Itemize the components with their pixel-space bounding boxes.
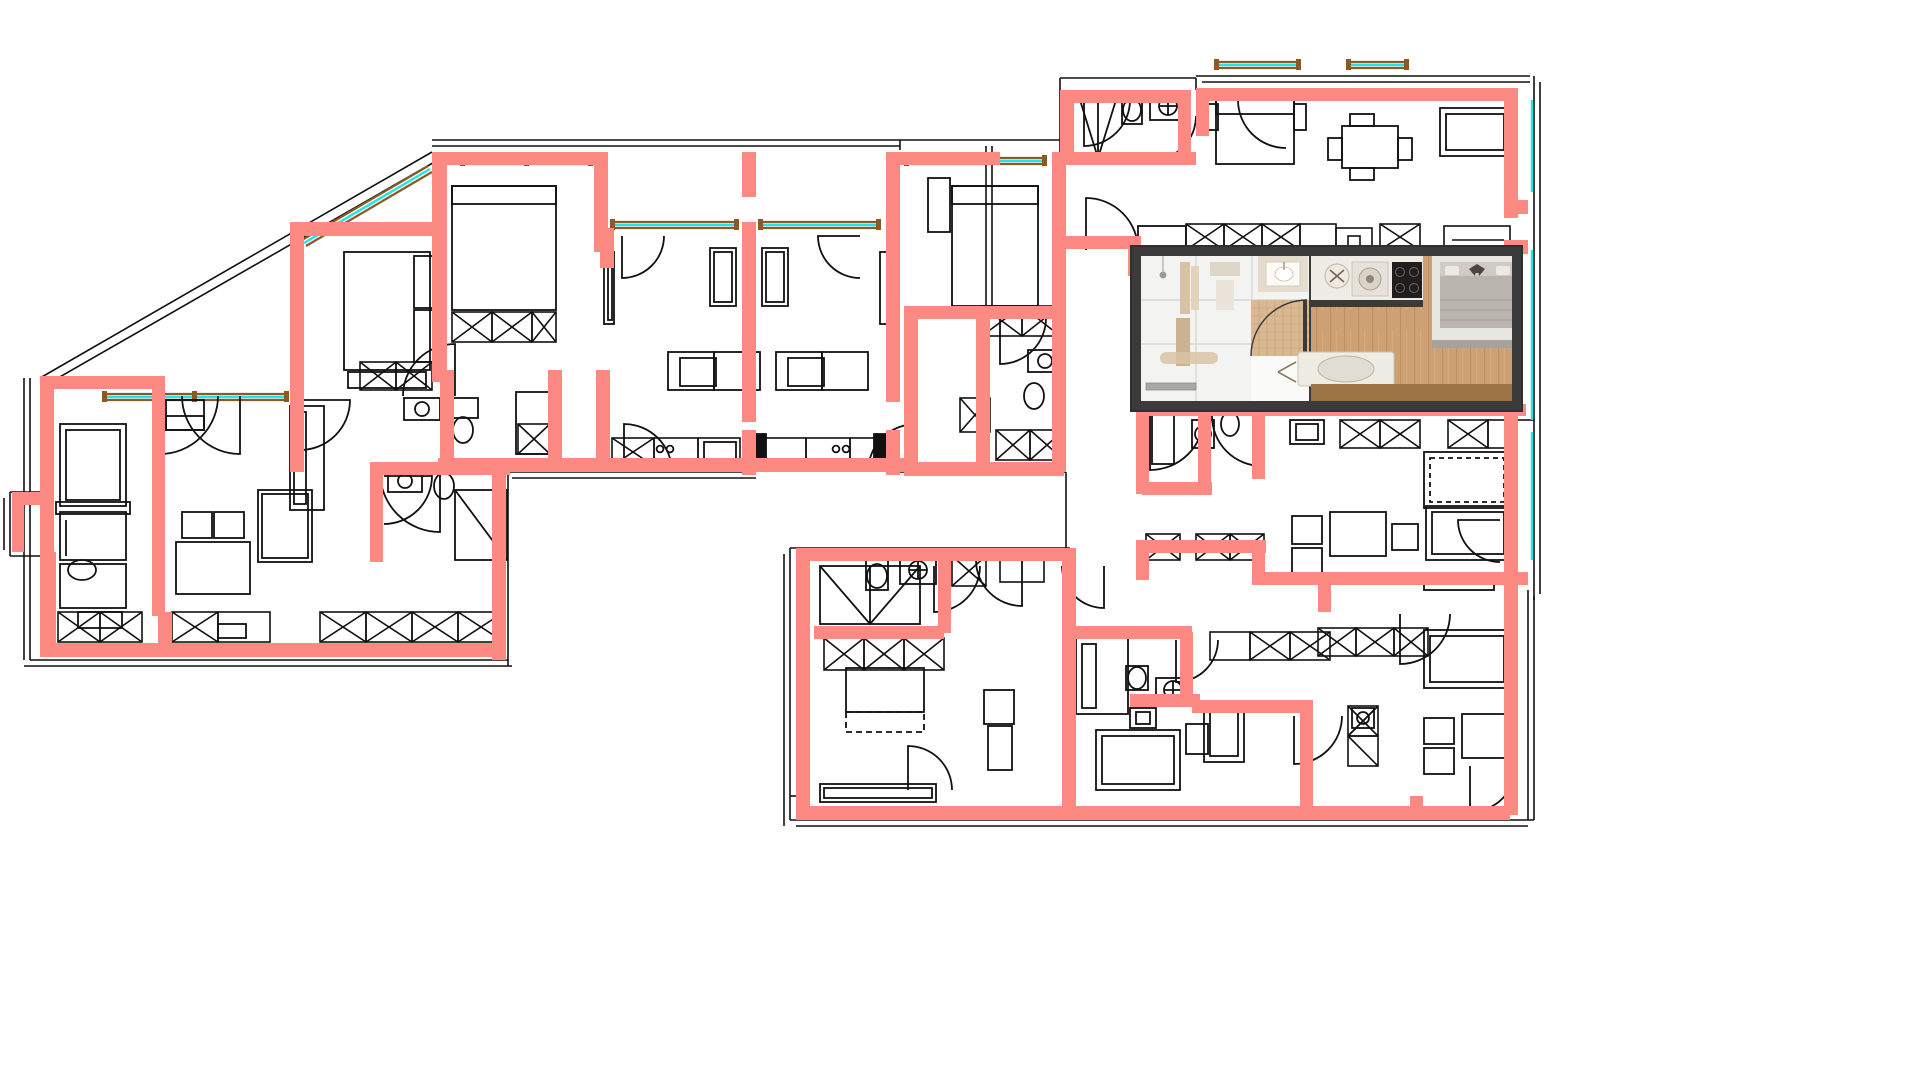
wall-segment: [1504, 200, 1528, 214]
wall-segment: [1130, 694, 1200, 707]
wall-segment: [1180, 632, 1193, 706]
wall-segment: [1062, 548, 1076, 816]
interior-render-photo: [1130, 245, 1523, 412]
wall-segment: [40, 643, 170, 657]
wall-segment: [1198, 404, 1211, 494]
wall-segment: [548, 458, 608, 472]
wall-segment: [165, 643, 505, 657]
wall-segment: [900, 152, 1000, 165]
wall-segment: [1196, 88, 1516, 101]
wall-segment: [796, 548, 956, 561]
wall-segment: [12, 492, 24, 552]
wall-segment: [370, 462, 383, 562]
wall-segment: [600, 458, 750, 472]
wall-segment: [596, 370, 610, 470]
wall-segment: [976, 318, 990, 468]
wall-segment: [1066, 236, 1136, 249]
highlighted-walls-group: [12, 88, 1528, 820]
wall-segment: [1252, 404, 1265, 479]
wall-segment: [1504, 88, 1518, 218]
wall-segment: [548, 370, 562, 470]
wall-segment: [904, 462, 1064, 476]
wall-segment: [438, 458, 558, 472]
wall-segment: [440, 370, 454, 470]
wall-segment: [1136, 540, 1266, 553]
wall-segment: [432, 152, 607, 165]
wall-segment: [1060, 90, 1074, 160]
wall-segment: [1504, 416, 1518, 586]
wall-segment: [750, 458, 910, 472]
wall-segment: [1178, 90, 1191, 160]
wall-segment: [152, 376, 165, 616]
wall-segment: [886, 430, 900, 475]
wall-segment: [886, 152, 900, 402]
wall-segment: [904, 306, 918, 476]
wall-segment: [40, 552, 56, 652]
wall-segment: [290, 222, 304, 472]
wall-segment: [742, 222, 756, 422]
wall-segment: [796, 548, 810, 816]
wall-segment: [492, 470, 506, 660]
wall-segment: [594, 152, 608, 252]
wall-segment: [1066, 90, 1186, 103]
wall-segment: [1136, 404, 1149, 494]
wall-segment: [1052, 152, 1066, 472]
wall-segment: [432, 152, 447, 382]
wall-segment: [904, 306, 1064, 319]
wall-segment: [1066, 152, 1196, 165]
wall-segment: [1062, 626, 1192, 639]
wall-segment: [296, 222, 446, 236]
wall-segment: [1410, 796, 1423, 816]
wall-segment: [814, 626, 944, 639]
wall-segment: [940, 548, 1070, 561]
wall-segment: [802, 806, 1062, 820]
wall-segment: [742, 152, 756, 197]
wall-segment: [1142, 482, 1212, 495]
wall-segment: [600, 228, 614, 268]
wall-segment: [1192, 700, 1312, 713]
wall-segment: [40, 376, 158, 389]
wall-segment: [1062, 806, 1322, 820]
wall-segment: [1300, 700, 1313, 810]
wall-segment: [938, 555, 951, 633]
wall-segment: [1258, 572, 1528, 585]
wall-segment: [1318, 572, 1331, 612]
wall-segment: [1504, 585, 1518, 815]
